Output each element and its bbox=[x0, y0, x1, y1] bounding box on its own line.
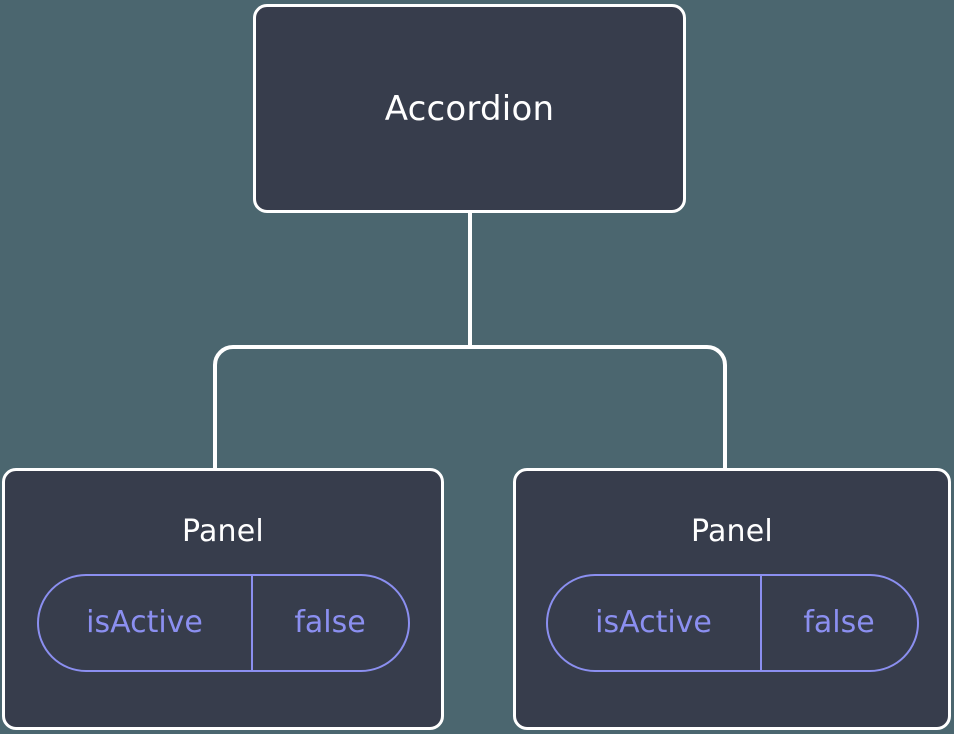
prop-badge-is-active-right[interactable]: isActive false bbox=[545, 574, 919, 672]
prop-badge-is-active-left[interactable]: isActive false bbox=[36, 574, 410, 672]
node-panel-left-label: Panel bbox=[182, 514, 264, 549]
node-accordion[interactable]: Accordion bbox=[253, 4, 686, 213]
node-panel-left[interactable]: Panel isActive false bbox=[2, 468, 444, 730]
prop-key-is-active-left: isActive bbox=[39, 576, 253, 670]
node-accordion-label: Accordion bbox=[384, 88, 555, 129]
prop-value-is-active-right: false bbox=[803, 605, 875, 640]
prop-value-is-active-left: false bbox=[294, 605, 366, 640]
node-panel-right[interactable]: Panel isActive false bbox=[513, 468, 951, 730]
node-panel-right-label: Panel bbox=[691, 514, 773, 549]
connector-branch-left bbox=[213, 345, 470, 470]
prop-key-is-active-right: isActive bbox=[548, 576, 762, 670]
connector-branch-right bbox=[470, 345, 727, 470]
